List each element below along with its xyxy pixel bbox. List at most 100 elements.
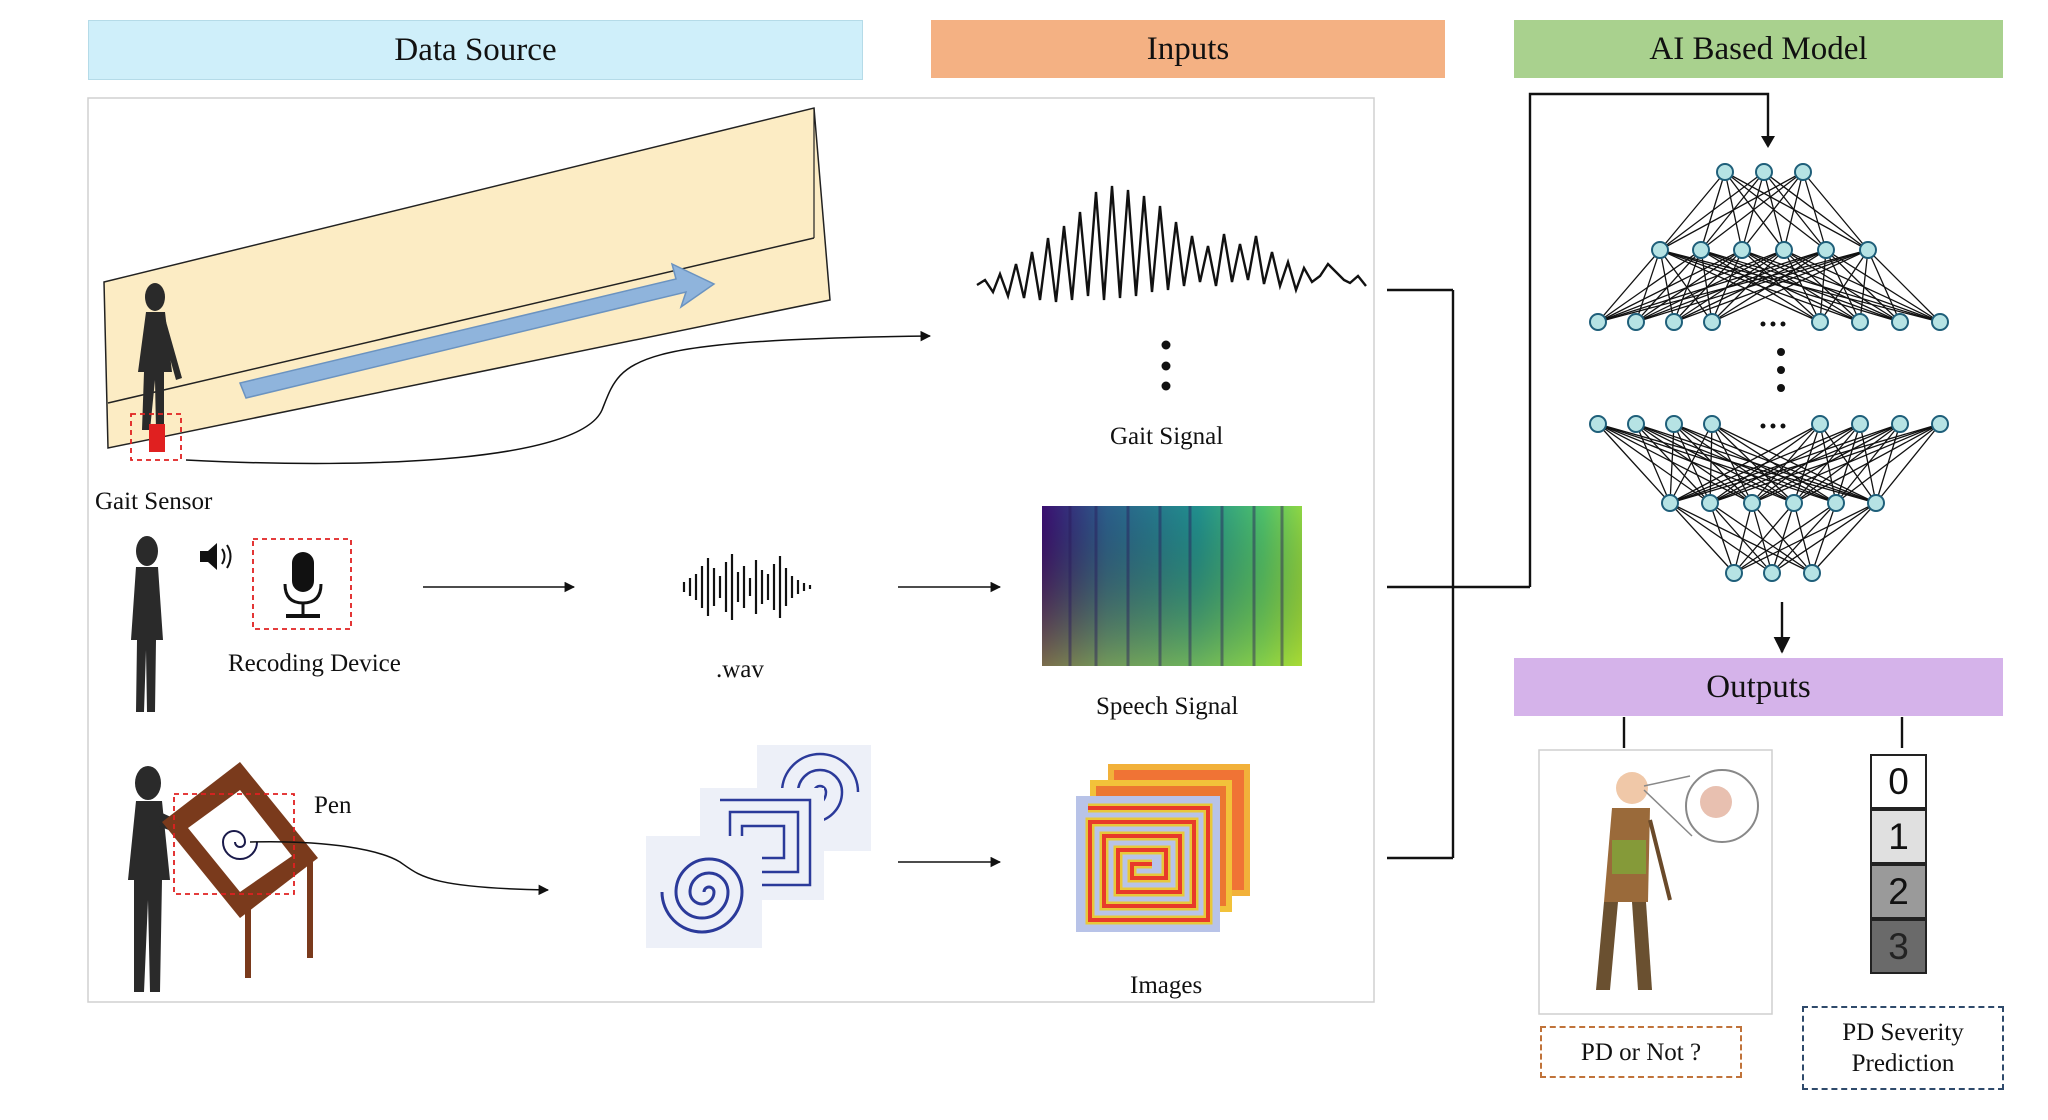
network-edge <box>1783 249 1941 323</box>
network-edge <box>1835 423 1941 504</box>
severity-level-1: 1 <box>1870 809 1927 864</box>
network-edge <box>1711 423 1877 504</box>
network-edge <box>1733 502 1795 574</box>
network-node <box>1763 564 1781 582</box>
network-node <box>1703 415 1721 433</box>
gait-walkway <box>103 107 831 449</box>
network-edge <box>1635 249 1702 323</box>
network-edge <box>1673 249 1785 323</box>
severity-label-line1: PD Severity <box>1842 1019 1964 1046</box>
network-edge <box>1763 171 1785 251</box>
inputs-header: Inputs <box>931 20 1445 78</box>
network-edge <box>1709 502 1735 574</box>
microphone-icon <box>283 552 323 618</box>
network-node <box>1931 313 1949 331</box>
network-edge <box>1635 423 1795 504</box>
network-edge <box>1811 502 1877 574</box>
network-edge <box>1741 171 1804 251</box>
network-edge <box>1673 423 1753 504</box>
network-edge <box>1597 423 1711 504</box>
network-edge <box>1635 423 1837 504</box>
network-edge <box>1711 249 1869 323</box>
pd-or-not-box: PD or Not ? <box>1540 1026 1742 1078</box>
network-node <box>1811 313 1829 331</box>
network-node <box>1651 241 1669 259</box>
network-edge <box>1741 249 1821 323</box>
network-edge <box>1673 249 1743 323</box>
network-node <box>1891 415 1909 433</box>
spiral-heatmap-images <box>1076 764 1250 932</box>
gait-ellipsis <box>1161 340 1171 391</box>
network-edge <box>1597 249 1785 323</box>
network-node <box>1716 163 1734 181</box>
network-edge <box>1825 249 1901 323</box>
neural-network-edges <box>1597 171 1941 574</box>
network-edge <box>1597 249 1702 323</box>
wav-label: .wav <box>716 656 764 683</box>
network-edge <box>1711 423 1795 504</box>
network-edge <box>1724 171 1827 251</box>
speaker-icon <box>200 543 232 570</box>
network-edge <box>1709 502 1813 574</box>
network-edge <box>1669 423 1821 504</box>
network-node <box>1725 564 1743 582</box>
pd-or-not-label: PD or Not ? <box>1580 1038 1702 1066</box>
recording-device-label: Recoding Device <box>228 650 401 677</box>
recording-device-marker <box>252 538 352 630</box>
network-node <box>1755 163 1773 181</box>
network-edge <box>1819 249 1869 323</box>
network-edge <box>1635 423 1671 504</box>
severity-level-2: 2 <box>1870 864 1927 919</box>
network-edge <box>1597 249 1661 323</box>
network-edge <box>1763 171 1827 251</box>
severity-prediction-box: PD Severity Prediction <box>1802 1006 2004 1090</box>
gait-sensor-marker <box>130 413 182 461</box>
network-node <box>1851 415 1869 433</box>
network-edge <box>1669 423 1675 504</box>
network-edge <box>1711 423 1837 504</box>
speech-spectrogram <box>1042 506 1302 666</box>
gait-cable-arrow <box>185 330 932 465</box>
network-node <box>1661 494 1679 512</box>
network-edge <box>1859 249 1869 323</box>
network-edge <box>1673 423 1837 504</box>
inputs-header-label: Inputs <box>1146 30 1230 67</box>
network-edge <box>1724 171 1785 251</box>
network-node <box>1701 494 1719 512</box>
standing-person-figure <box>131 536 163 712</box>
network-edge <box>1711 249 1743 323</box>
severity-label-line2: Prediction <box>1851 1050 1955 1077</box>
network-edge <box>1635 249 1661 323</box>
elderly-patient-illustration <box>1538 749 1773 1015</box>
network-edge <box>1673 423 1711 504</box>
network-edge <box>1669 502 1735 574</box>
wav-waveform <box>682 554 812 620</box>
network-edge <box>1700 249 1713 323</box>
neural-network-nodes <box>1589 163 1949 582</box>
spiral-drawings <box>646 745 871 948</box>
network-edge <box>1597 249 1869 323</box>
pen-label: Pen <box>314 792 352 819</box>
severity-level-0: 0 <box>1870 754 1927 809</box>
network-edge <box>1659 171 1726 251</box>
network-edge <box>1635 423 1753 504</box>
network-node <box>1803 564 1821 582</box>
severity-level-3: 3 <box>1870 919 1927 974</box>
network-node <box>1827 494 1845 512</box>
network-edge <box>1802 171 1827 251</box>
network-node <box>1665 313 1683 331</box>
network-edge <box>1709 502 1773 574</box>
network-ellipsis <box>1760 321 1786 429</box>
network-node <box>1811 415 1829 433</box>
network-edge <box>1733 502 1753 574</box>
network-edge <box>1597 249 1827 323</box>
data-source-frame <box>87 97 1375 1003</box>
network-edge <box>1597 249 1743 323</box>
network-edge <box>1700 249 1821 323</box>
network-edge <box>1669 423 1713 504</box>
network-node <box>1589 415 1607 433</box>
images-label: Images <box>1130 972 1203 999</box>
data-source-header-label: Data Source <box>394 31 557 68</box>
network-edge <box>1635 423 1711 504</box>
network-edge <box>1875 423 1941 504</box>
